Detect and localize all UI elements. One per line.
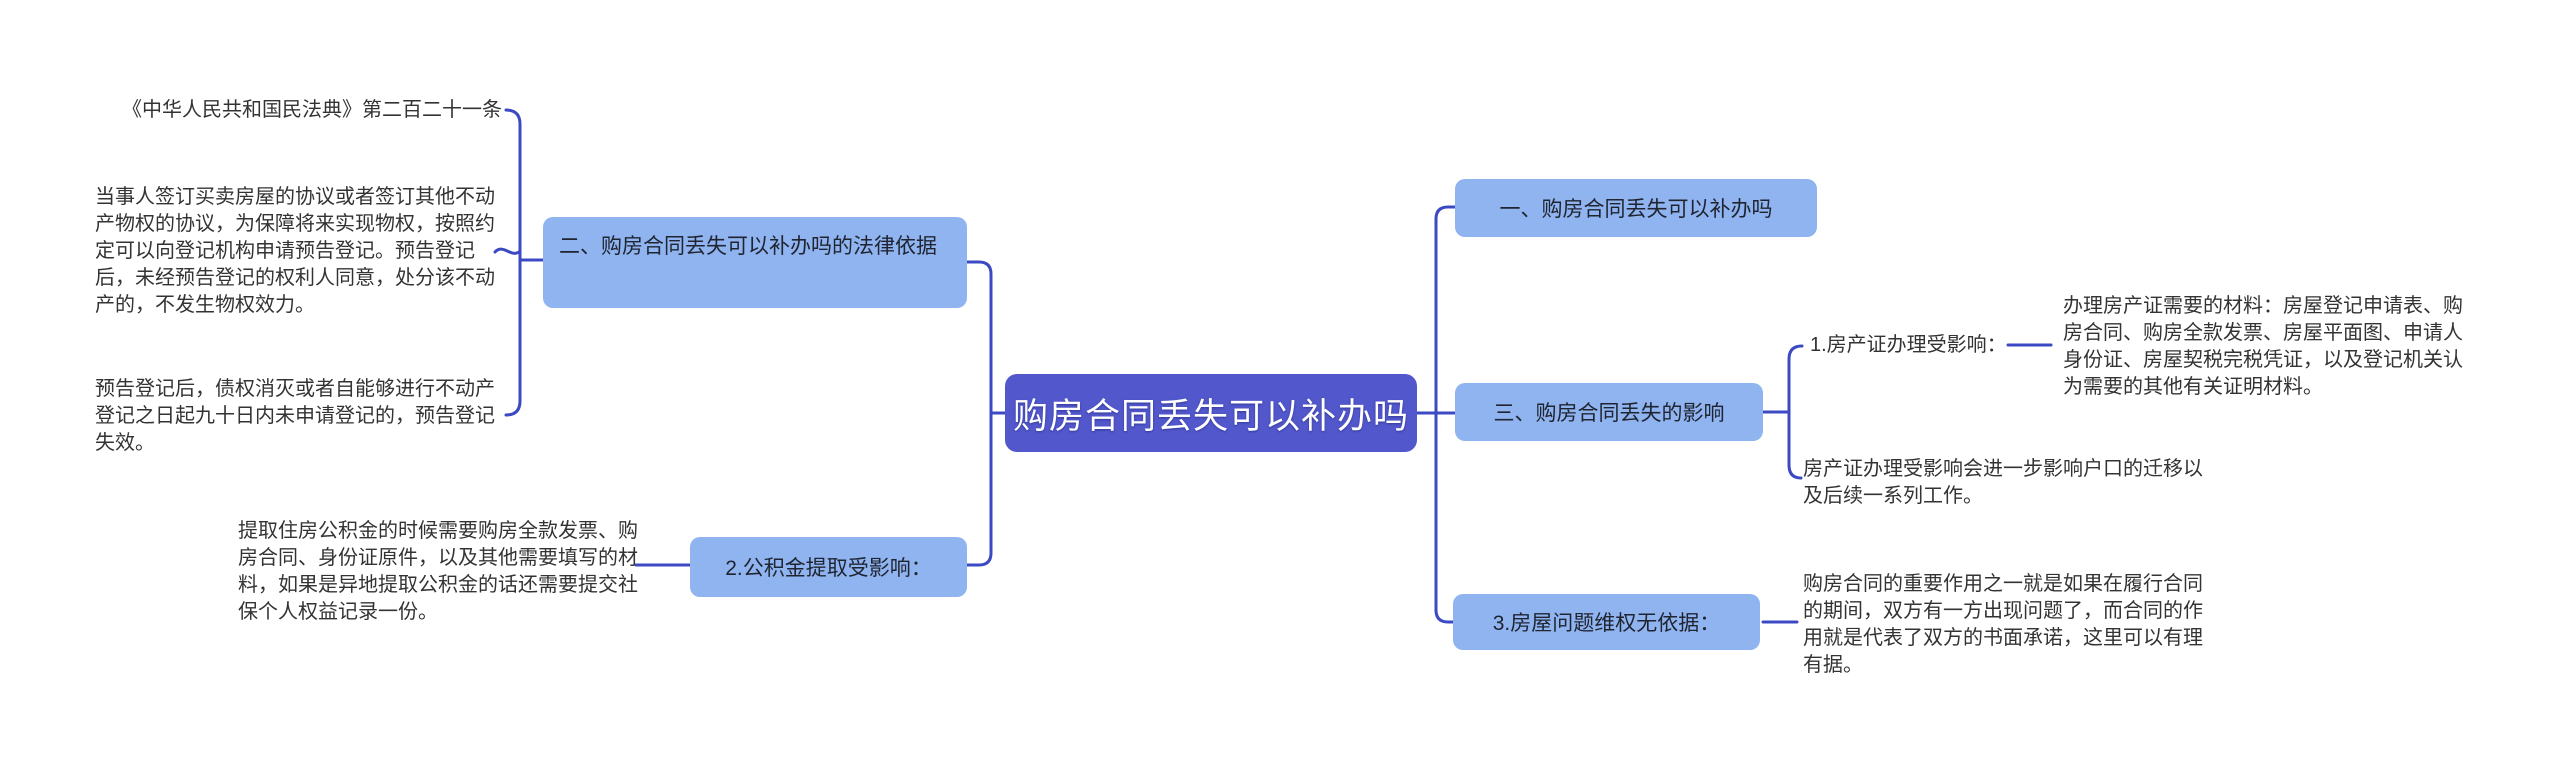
note-hukou-detail[interactable]: 房产证办理受影响会进一步影响户口的迁移以及后续一系列工作。 xyxy=(1803,458,2203,507)
connector-legal-clause1 xyxy=(493,247,522,255)
connector-impact-children-bracket xyxy=(1787,344,1804,480)
connector-left-main-bracket xyxy=(965,260,993,567)
note-cert-label[interactable]: 1.房产证办理受影响： xyxy=(1810,334,2007,356)
root-node[interactable]: 购房合同丢失可以补办吗 xyxy=(1005,374,1417,452)
branch-reissue-node[interactable]: 一、购房合同丢失可以补办吗 xyxy=(1455,179,1817,237)
branch-fund-node[interactable]: 2.公积金提取受影响： xyxy=(690,537,967,597)
branch-impact-node[interactable]: 三、购房合同丢失的影响 xyxy=(1455,383,1763,441)
note-fund-detail[interactable]: 提取住房公积金的时候需要购房全款发票、购房合同、身份证原件，以及其他需要填写的材… xyxy=(238,520,638,623)
note-law-article[interactable]: 《中华人民共和国民法典》第二百二十一条 xyxy=(122,99,502,121)
note-cert-detail[interactable]: 办理房产证需要的材料：房屋登记申请表、购房合同、购房全款发票、房屋平面图、申请人… xyxy=(2063,295,2463,398)
note-rights-detail[interactable]: 购房合同的重要作用之一就是如果在履行合同的期间，双方有一方出现问题了，而合同的作… xyxy=(1803,573,2203,676)
branch-legal-node[interactable]: 二、购房合同丢失可以补办吗的法律依据 xyxy=(543,217,967,308)
connector-legal-children-bracket xyxy=(504,108,522,417)
note-law-clause2[interactable]: 预告登记后，债权消灭或者自能够进行不动产登记之日起九十日内未申请登记的，预告登记… xyxy=(95,378,495,454)
branch-rights-node[interactable]: 3.房屋问题维权无依据： xyxy=(1453,594,1760,650)
note-law-clause1[interactable]: 当事人签订买卖房屋的协议或者签订其他不动产物权的协议，为保障将来实现物权，按照约… xyxy=(95,186,495,316)
